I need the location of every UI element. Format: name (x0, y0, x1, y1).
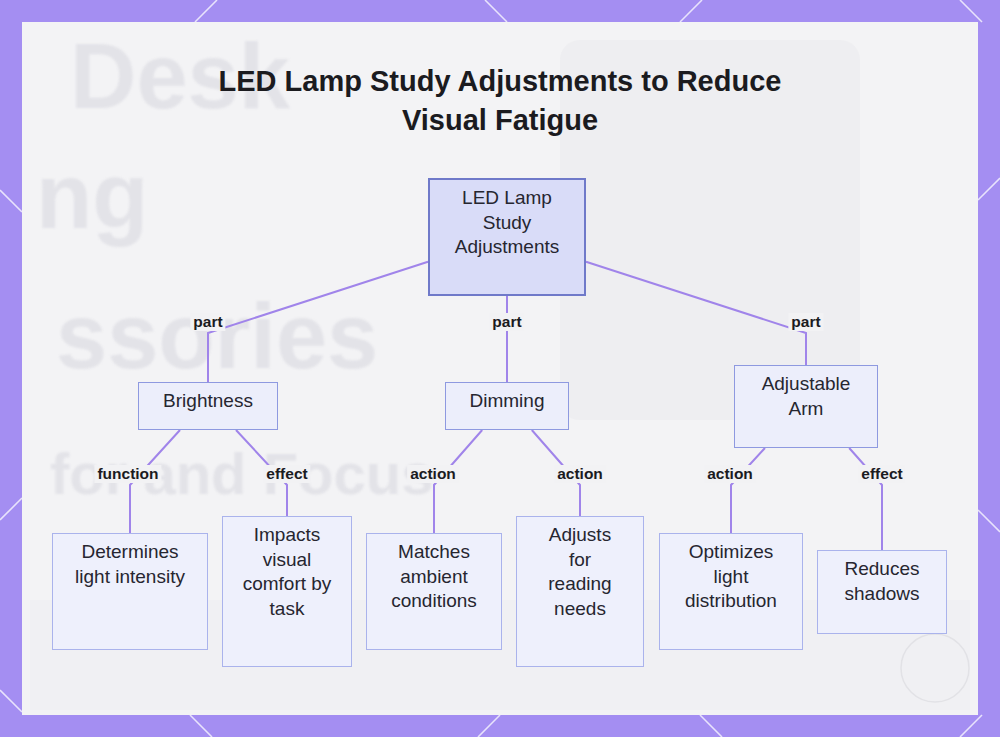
node-text: Dimming (452, 389, 562, 414)
pattern-line (700, 715, 722, 737)
branch-box: Brightness (138, 382, 278, 430)
connector-line (849, 448, 882, 550)
edge-label: function (94, 465, 161, 483)
node-text: Impacts visual comfort by task (242, 523, 332, 621)
watermark-text: ssories (56, 290, 378, 382)
leaf-box: Reduces shadows (817, 550, 947, 634)
edge-label: effect (858, 465, 905, 483)
pattern-line (485, 0, 507, 22)
diagram-title: LED Lamp Study Adjustments to Reduce Vis… (180, 62, 820, 140)
pattern-line (478, 715, 500, 737)
node-text: Brightness (148, 389, 268, 414)
edge-label: action (554, 465, 606, 483)
pattern-line (680, 0, 702, 22)
leaf-box: Adjusts for reading needs (516, 516, 644, 667)
pattern-line (978, 510, 1000, 532)
edge-label: part (788, 313, 823, 331)
watermark-text: ng (36, 150, 148, 242)
faint-logo (901, 634, 969, 702)
edge-label: part (190, 313, 225, 331)
pattern-line (0, 690, 22, 712)
pattern-line (978, 178, 1000, 200)
branch-box: Dimming (445, 382, 569, 430)
leaf-box: Matches ambient conditions (366, 533, 502, 650)
content-panel (22, 22, 978, 715)
connector-line (506, 296, 508, 382)
branch-box: Adjustable Arm (734, 365, 878, 448)
node-text: Optimizes light distribution (676, 540, 786, 614)
edge-label: effect (263, 465, 310, 483)
node-text: Matches ambient conditions (379, 540, 489, 614)
node-text: LED Lamp Study Adjustments (448, 186, 566, 260)
leaf-box: Optimizes light distribution (659, 533, 803, 650)
pattern-line (0, 190, 22, 212)
pattern-line (0, 498, 22, 520)
node-text: Adjustable Arm (751, 372, 861, 421)
connector-line (586, 262, 806, 365)
node-text: Reduces shadows (827, 557, 937, 606)
root-box: LED Lamp Study Adjustments (428, 178, 586, 296)
connector-line (731, 448, 765, 533)
edge-label: part (489, 313, 524, 331)
pattern-line (960, 715, 982, 737)
pattern-line (190, 715, 212, 737)
node-text: Determines light intensity (72, 540, 188, 589)
edge-label: action (407, 465, 459, 483)
edge-label: action (704, 465, 756, 483)
leaf-box: Impacts visual comfort by task (222, 516, 352, 667)
leaf-box: Determines light intensity (52, 533, 208, 650)
node-text: Adjusts for reading needs (540, 523, 620, 621)
pattern-line (195, 0, 217, 22)
pattern-line (960, 0, 982, 22)
